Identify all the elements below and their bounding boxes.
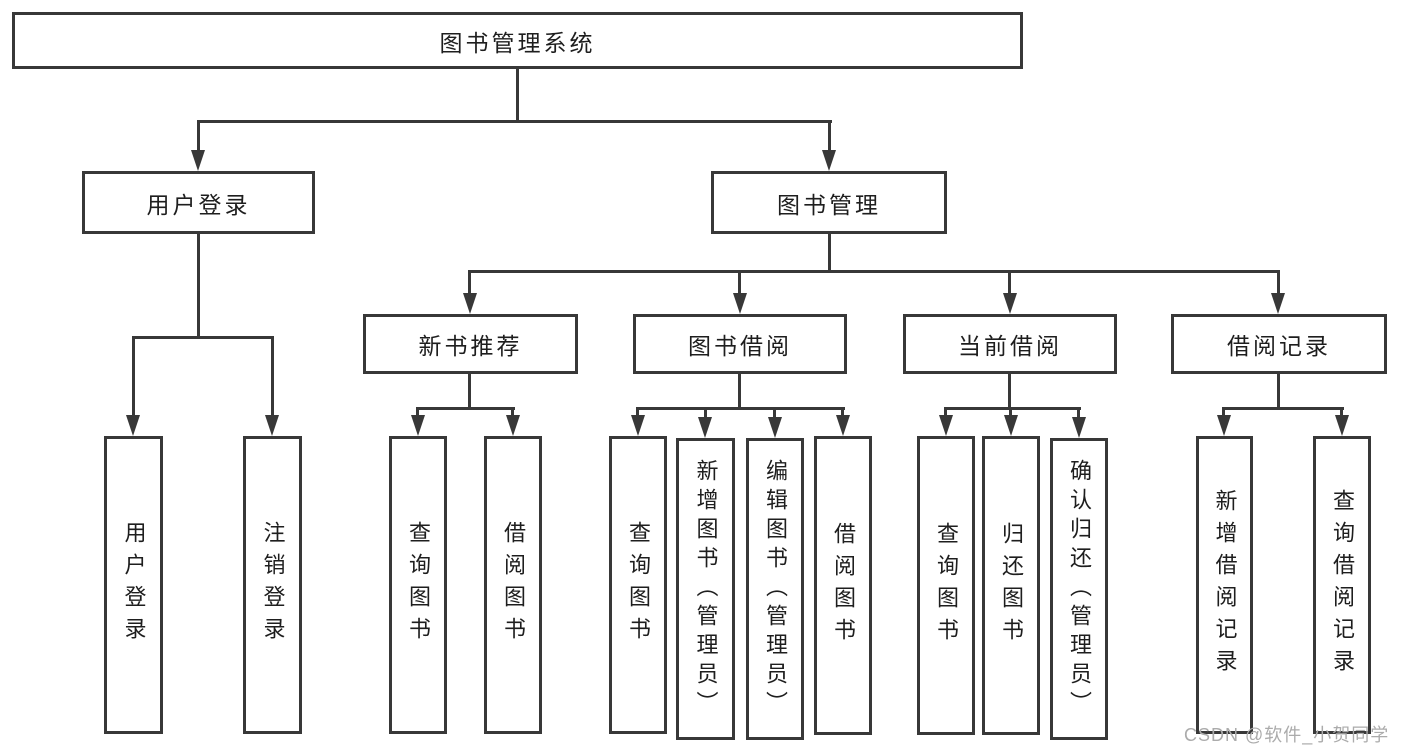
connector-leaf-stem [1077, 407, 1080, 419]
leaf-query-books-recommend: 查询图书 [389, 436, 447, 734]
connector-user-login-stem [197, 120, 200, 153]
arrowhead-down-icon [733, 293, 747, 314]
arrowhead-down-icon [1003, 293, 1017, 314]
node-user-login: 用户登录 [82, 171, 315, 234]
node-borrow-records: 借阅记录 [1171, 314, 1387, 374]
arrowhead-down-icon [939, 415, 953, 436]
node-root: 图书管理系统 [12, 12, 1023, 69]
watermark: CSDN @软件_小贺同学 [1184, 725, 1390, 745]
arrowhead-down-icon [822, 150, 836, 171]
connector-newbook-branch [416, 407, 515, 410]
arrowhead-down-icon [768, 417, 782, 438]
connector-level3-stem [738, 270, 741, 296]
connector-level3-stem [1008, 270, 1011, 296]
connector-leaf-stem [704, 407, 707, 419]
node-new-book-recommend: 新书推荐 [363, 314, 578, 374]
connector-root-stem [516, 68, 519, 121]
arrowhead-down-icon [631, 415, 645, 436]
connector-currentborrow-down [1008, 374, 1011, 407]
connector-root-branch [197, 120, 832, 123]
leaf-logout: 注销登录 [243, 436, 302, 734]
connector-leaf-stem [636, 407, 639, 419]
connector-leaf-stem [1009, 407, 1012, 419]
leaf-edit-book-admin: 编辑图书（管理员） [746, 438, 804, 740]
connector-records-down [1277, 374, 1280, 407]
connector-leaf-stem [1340, 407, 1343, 419]
arrowhead-down-icon [1004, 415, 1018, 436]
connector-newbook-down [468, 374, 471, 407]
leaf-query-borrow-record: 查询借阅记录 [1313, 436, 1371, 734]
leaf-add-borrow-record: 新增借阅记录 [1196, 436, 1253, 734]
connector-leaf-stem [511, 407, 514, 419]
leaf-borrow-books: 借阅图书 [814, 436, 872, 735]
connector-user-login-down [197, 234, 200, 336]
connector-bookborrow-branch [636, 407, 845, 410]
arrowhead-down-icon [126, 415, 140, 436]
connector-level3-stem [468, 270, 471, 296]
arrowhead-down-icon [1335, 415, 1349, 436]
node-book-borrow: 图书借阅 [633, 314, 847, 374]
leaf-confirm-return-admin: 确认归还（管理员） [1050, 438, 1108, 740]
connector-leaf-stem [271, 336, 274, 418]
arrowhead-down-icon [411, 415, 425, 436]
connector-records-branch [1222, 407, 1344, 410]
leaf-add-book-admin: 新增图书（管理员） [676, 438, 735, 740]
connector-leaf-stem [773, 407, 776, 419]
arrowhead-down-icon [1217, 415, 1231, 436]
arrowhead-down-icon [698, 417, 712, 438]
arrowhead-down-icon [191, 150, 205, 171]
connector-book-mgmt-down [828, 234, 831, 270]
connector-book-mgmt-branch [468, 270, 1280, 273]
node-book-management: 图书管理 [711, 171, 947, 234]
connector-leaf-stem [416, 407, 419, 419]
connector-currentborrow-branch [944, 407, 1081, 410]
arrowhead-down-icon [836, 415, 850, 436]
connector-bookborrow-down [738, 374, 741, 407]
leaf-return-book: 归还图书 [982, 436, 1040, 735]
connector-leaf-stem [944, 407, 947, 419]
arrowhead-down-icon [1271, 293, 1285, 314]
connector-user-login-branch [132, 336, 274, 339]
node-current-borrow: 当前借阅 [903, 314, 1117, 374]
connector-leaf-stem [1222, 407, 1225, 419]
leaf-borrow-books-recommend: 借阅图书 [484, 436, 542, 734]
connector-level3-stem [1277, 270, 1280, 296]
leaf-query-books-borrow: 查询图书 [609, 436, 667, 734]
leaf-query-books-current: 查询图书 [917, 436, 975, 735]
arrowhead-down-icon [463, 293, 477, 314]
connector-leaf-stem [132, 336, 135, 418]
arrowhead-down-icon [1072, 417, 1086, 438]
connector-leaf-stem [841, 407, 844, 419]
leaf-user-login: 用户登录 [104, 436, 163, 734]
connector-book-mgmt-stem [828, 120, 831, 153]
arrowhead-down-icon [265, 415, 279, 436]
arrowhead-down-icon [506, 415, 520, 436]
